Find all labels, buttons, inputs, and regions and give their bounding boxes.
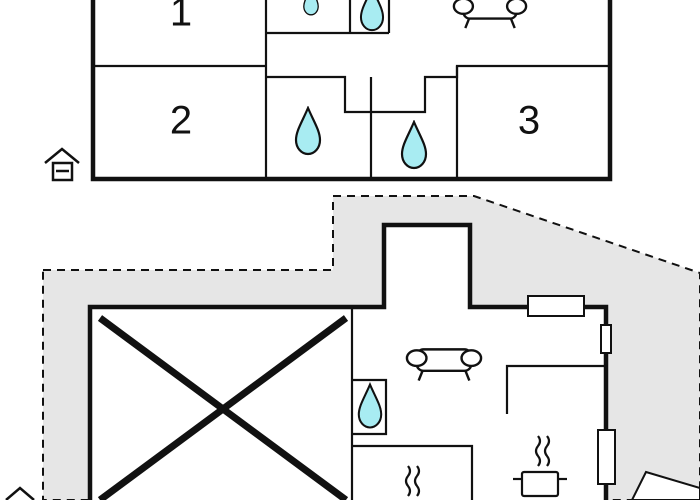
void-cross (97, 315, 349, 500)
room-label-1: 1 (170, 0, 192, 35)
upper-floor-interior-walls (93, 0, 610, 179)
ground-floor-interior-walls (350, 307, 606, 500)
water-drop-icon (294, 106, 322, 156)
sofa-icon (452, 0, 528, 30)
upper-floor-outer-walls (90, 0, 613, 182)
window-icon (527, 295, 585, 317)
water-drop-icon (359, 0, 385, 32)
window-icon (600, 324, 612, 354)
window-icon (597, 429, 616, 485)
ground-floor (5, 195, 700, 500)
room-label-3: 3 (518, 99, 540, 143)
house-icon (5, 486, 35, 500)
house-interior (90, 225, 606, 500)
cooking-pot-icon (513, 435, 567, 498)
room-label-2: 2 (170, 99, 192, 143)
upper-floor: 1 2 3 (44, 0, 613, 182)
steam-icon (404, 465, 421, 497)
water-drop-icon (400, 120, 428, 170)
house-icon (44, 147, 80, 182)
window-icon (630, 470, 700, 500)
water-drop-icon (302, 0, 320, 16)
